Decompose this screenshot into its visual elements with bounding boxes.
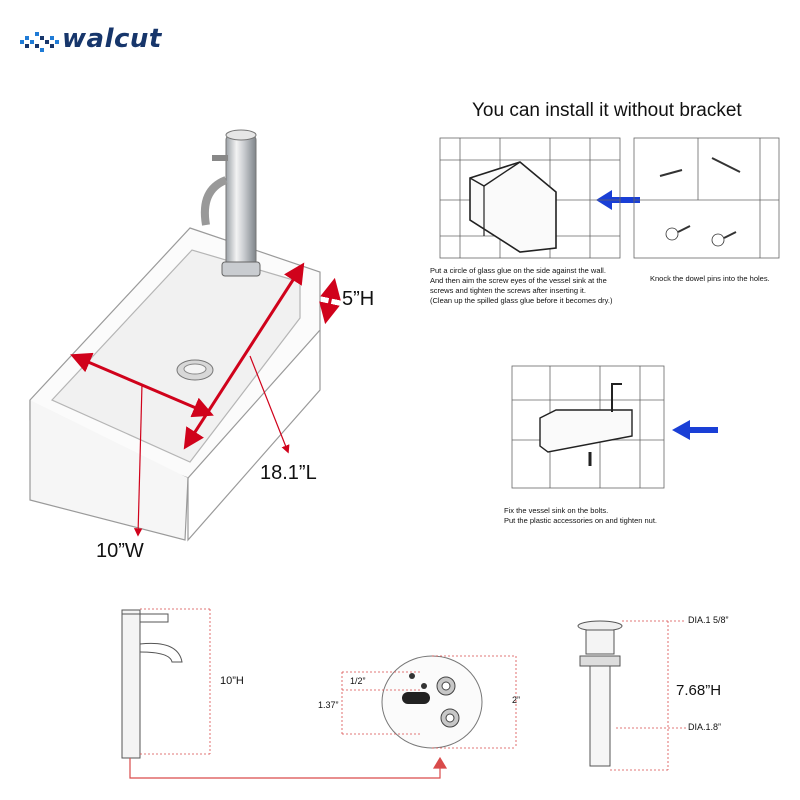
drain-bottom-dia-label: DIA.1.8”	[688, 722, 722, 732]
height-label: 5”H	[342, 288, 375, 310]
hole-template	[381, 655, 483, 749]
step-glue-panel	[439, 137, 621, 259]
hole-offset-label: 1/2”	[350, 676, 366, 686]
brand-logo: walcut	[18, 24, 168, 68]
drain-length-label: 7.68”H	[676, 682, 722, 699]
caption-line: Fix the vessel sink on the bolts.	[504, 506, 609, 515]
blue-arrow-icon	[672, 420, 718, 440]
faucet-height-label: 10”H	[220, 675, 244, 687]
caption-line: screws and tighten the screws after inse…	[430, 286, 586, 295]
faucet-drawing	[121, 609, 183, 759]
caption-glue: Put a circle of glass glue on the side a…	[430, 266, 612, 306]
caption-line: Put a circle of glass glue on the side a…	[430, 266, 606, 275]
drain-drawing	[577, 620, 623, 767]
caption-line: And then aim the screw eyes of the vesse…	[430, 276, 607, 285]
step-dowel-panel	[633, 137, 780, 259]
hole-spacing-label: 1.37”	[318, 700, 339, 710]
caption-line: Put the plastic accessories on and tight…	[504, 516, 658, 525]
sink-body	[29, 227, 321, 542]
width-label: 10”W	[96, 540, 144, 562]
headline: You can install it without bracket	[472, 100, 742, 121]
brand-name: walcut	[62, 24, 162, 54]
caption-dowel: Knock the dowel pins into the holes.	[650, 274, 770, 283]
caption-line: (Clean up the spilled glass glue before …	[430, 296, 613, 305]
caption-fix: Fix the vessel sink on the bolts. Put th…	[504, 506, 657, 526]
drain-top-dia-label: DIA.1 5/8”	[688, 615, 729, 625]
length-label: 18.1”L	[260, 462, 317, 484]
hole-diameter-label: 2”	[512, 695, 521, 705]
wave-pixel-icon	[20, 32, 59, 52]
step-fix-panel	[511, 365, 665, 489]
